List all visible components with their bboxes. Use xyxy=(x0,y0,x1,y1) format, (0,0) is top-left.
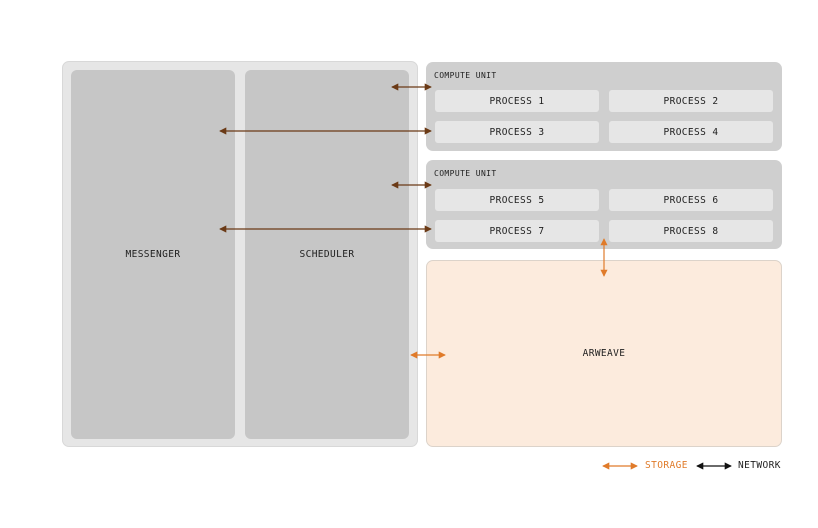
process-2: PROCESS 2 xyxy=(609,90,773,112)
messenger-block: MESSENGER xyxy=(71,70,235,439)
process-5: PROCESS 5 xyxy=(435,189,599,211)
process-4: PROCESS 4 xyxy=(609,121,773,143)
scheduler-label: SCHEDULER xyxy=(299,249,355,260)
legend-storage-label: STORAGE xyxy=(645,460,688,471)
process-7: PROCESS 7 xyxy=(435,220,599,242)
process-1: PROCESS 1 xyxy=(435,90,599,112)
arweave-label: ARWEAVE xyxy=(582,348,626,359)
compute-unit-2-label: COMPUTE UNIT xyxy=(434,169,497,178)
process-3: PROCESS 3 xyxy=(435,121,599,143)
messenger-label: MESSENGER xyxy=(125,249,181,260)
process-6: PROCESS 6 xyxy=(609,189,773,211)
process-8: PROCESS 8 xyxy=(609,220,773,242)
legend-network-label: NETWORK xyxy=(738,460,781,471)
compute-unit-1-label: COMPUTE UNIT xyxy=(434,71,497,80)
